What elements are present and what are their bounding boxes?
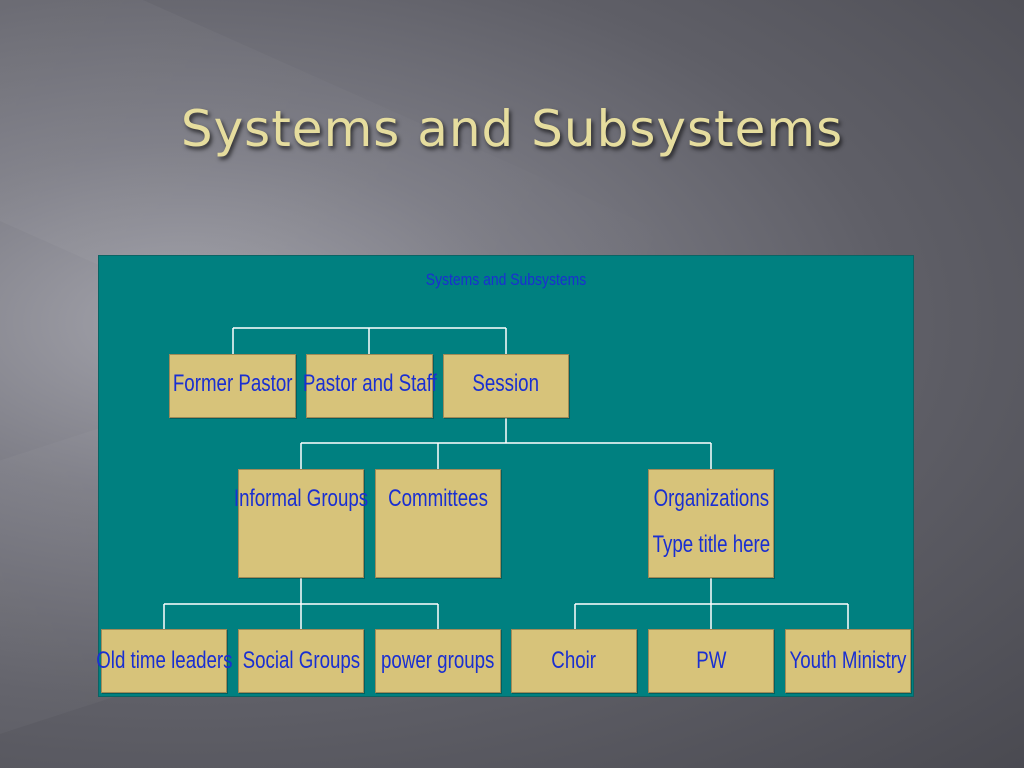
org-chart-panel: Systems and Subsystems	[96, 256, 913, 696]
node-old-time-leaders: Old time leaders	[96, 629, 232, 693]
node-organizations: Organizations Type title here	[648, 469, 774, 578]
slide-title: Systems and Subsystems	[180, 100, 844, 158]
node-social-groups: Social Groups	[238, 629, 364, 693]
node-session: Session	[443, 354, 569, 418]
node-label: Pastor and Staff	[302, 370, 437, 397]
node-choir: Choir	[511, 629, 637, 693]
node-former-pastor: Former Pastor	[169, 354, 296, 418]
node-power-groups: power groups	[375, 629, 501, 693]
node-label: Organizations	[653, 485, 769, 512]
org-chart-connectors	[163, 327, 849, 629]
node-label: Choir	[551, 647, 597, 674]
node-label: Session	[472, 370, 540, 397]
node-youth-ministry: Youth Ministry	[785, 629, 911, 693]
node-label: Type title here	[652, 531, 770, 558]
node-label: power groups	[381, 647, 495, 674]
org-chart-title: Systems and Subsystems	[425, 270, 587, 289]
node-label: Committees	[388, 485, 488, 512]
node-label-group: Organizations Type title here	[652, 476, 770, 568]
node-pastor-and-staff: Pastor and Staff	[303, 354, 436, 418]
node-label: Informal Groups	[233, 485, 369, 512]
node-label: Old time leaders	[95, 647, 233, 674]
node-label: PW	[695, 647, 727, 674]
node-committees: Committees	[375, 469, 501, 578]
node-label: Social Groups	[242, 647, 360, 674]
node-informal-groups: Informal Groups	[234, 469, 368, 578]
node-label: Former Pastor	[172, 370, 293, 397]
node-pw: PW	[648, 629, 774, 693]
node-label: Youth Ministry	[789, 647, 907, 674]
